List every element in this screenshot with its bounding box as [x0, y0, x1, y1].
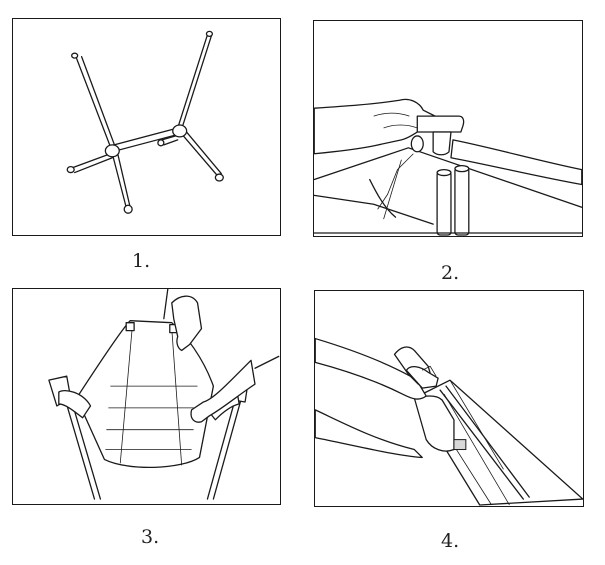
hand-pocket-icon	[315, 337, 583, 506]
step-3-panel	[12, 288, 281, 505]
hand-cap-insert-icon	[314, 98, 582, 236]
step-2-label: 2.	[441, 262, 460, 284]
step-2-panel	[313, 20, 583, 237]
step-1-panel	[12, 18, 281, 236]
seat-fabric-attach-icon	[48, 289, 280, 500]
frame-assembly-icon	[66, 30, 224, 214]
step-4-panel	[314, 290, 584, 507]
step-3-label: 3.	[141, 526, 160, 548]
step-1-label: 1.	[132, 250, 151, 272]
step-4-label: 4.	[441, 530, 460, 552]
